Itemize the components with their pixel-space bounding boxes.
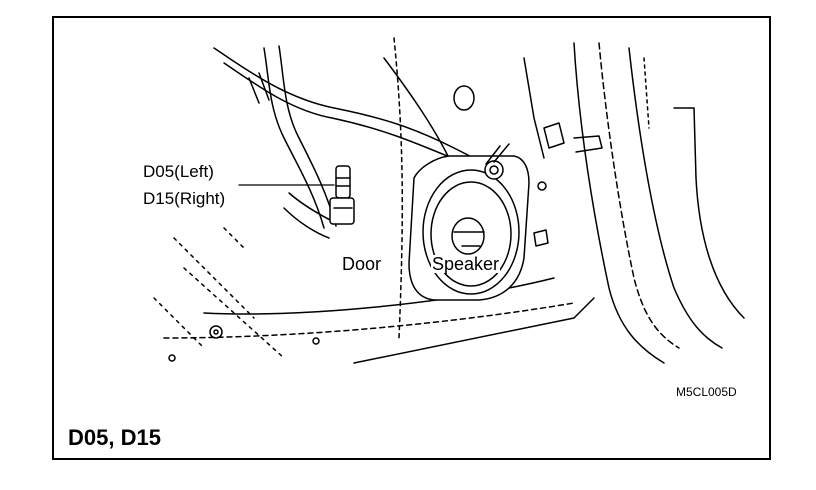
door-lower-detail [153, 227, 285, 359]
connector-left-label: D05(Left) [143, 162, 214, 181]
speaker-label: Speaker [431, 254, 501, 274]
door-speaker-illustration [153, 37, 745, 364]
door-label: Door [342, 254, 382, 274]
figure-code: M5CL005D [676, 385, 737, 399]
connector-d05-d15 [329, 165, 355, 225]
door-fasteners [168, 85, 549, 362]
speaker-unit [408, 143, 530, 301]
figure-title: D05, D15 [68, 425, 161, 450]
figure-frame: D05(Left) D15(Right) Door Speaker M5CL00… [52, 16, 771, 460]
door-frame-outline [573, 42, 745, 364]
door-inner-panel [163, 37, 603, 364]
connector-right-label: D15(Right) [143, 189, 226, 208]
